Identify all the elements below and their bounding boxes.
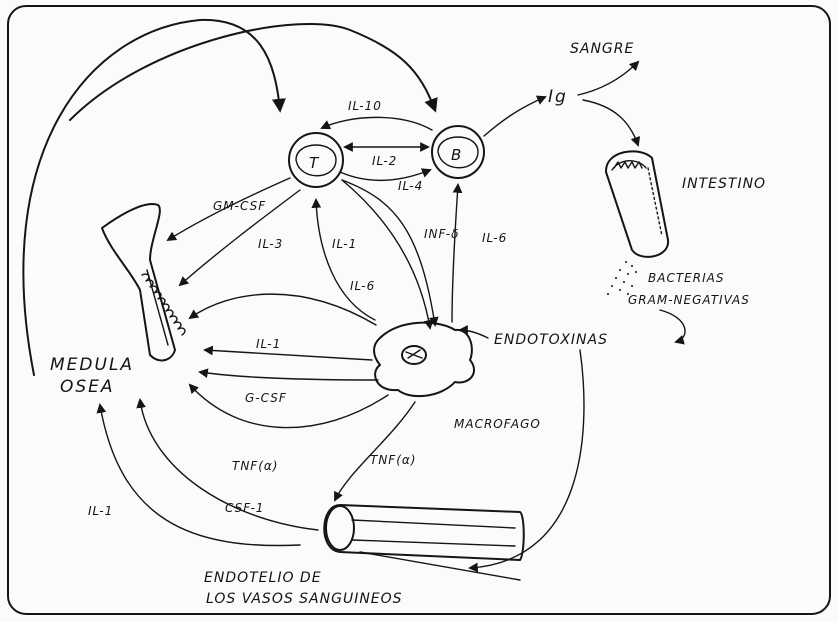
- arrow-ig-to-intestino: [583, 100, 638, 145]
- label-endotelio: ENDOTELIO DE: [204, 570, 322, 586]
- arrow-infg: [342, 180, 435, 325]
- label-il3: IL-3: [258, 237, 283, 251]
- bone-marrow-drawing: [102, 204, 185, 360]
- arrow-endotoxinas-to-endotelio: [470, 350, 584, 568]
- label-il10: IL-10: [348, 99, 382, 113]
- label-il4: IL-4: [398, 179, 423, 193]
- arrow-bacterias-to-endotoxinas: [660, 310, 685, 342]
- arrow-outer-to-t-cell: [23, 20, 280, 375]
- label-il6-right: IL-6: [482, 231, 507, 245]
- label-il1-upper: IL-1: [332, 237, 357, 251]
- label-il2: IL-2: [372, 154, 397, 168]
- arrow-gcsf: [200, 372, 378, 380]
- label-csf1: CSF-1: [225, 501, 264, 515]
- macrophage: [374, 323, 474, 396]
- label-bacterias: BACTERIAS: [648, 271, 724, 285]
- label-sangre: SANGRE: [570, 41, 634, 57]
- b-cell-label: B: [451, 146, 461, 164]
- label-vasos: LOS VASOS SANGUINEOS: [206, 591, 403, 607]
- label-tnf-right: TNF(α): [370, 453, 416, 467]
- blood-vessel-drawing: [324, 505, 524, 580]
- arrow-b-to-ig: [484, 97, 545, 136]
- label-il1-mid: IL-1: [256, 337, 281, 351]
- label-tnf-left: TNF(α): [232, 459, 278, 473]
- label-medula: MEDULA: [50, 355, 134, 375]
- label-ig: Ig: [548, 87, 568, 107]
- label-il1-low: IL-1: [88, 504, 113, 518]
- label-gram-negativas: GRAM-NEGATIVAS: [628, 293, 750, 307]
- label-gmcsf: GM-CSF: [213, 199, 266, 213]
- arrow-ig-to-sangre: [578, 62, 638, 95]
- label-macrofago: MACROFAGO: [454, 417, 541, 431]
- t-cell-label: T: [309, 154, 320, 172]
- arrow-il6-right: [452, 185, 458, 322]
- label-il6-upper: IL-6: [350, 279, 375, 293]
- arrow-tnf-left: [190, 385, 388, 428]
- arrow-il1-mid: [205, 350, 372, 360]
- label-gcsf: G-CSF: [245, 391, 287, 405]
- arrow-il10: [322, 117, 432, 130]
- label-endotoxinas: ENDOTOXINAS: [494, 332, 608, 348]
- label-infg: INF-δ: [424, 227, 459, 241]
- label-intestino: INTESTINO: [682, 176, 766, 192]
- label-osea: OSEA: [60, 377, 115, 397]
